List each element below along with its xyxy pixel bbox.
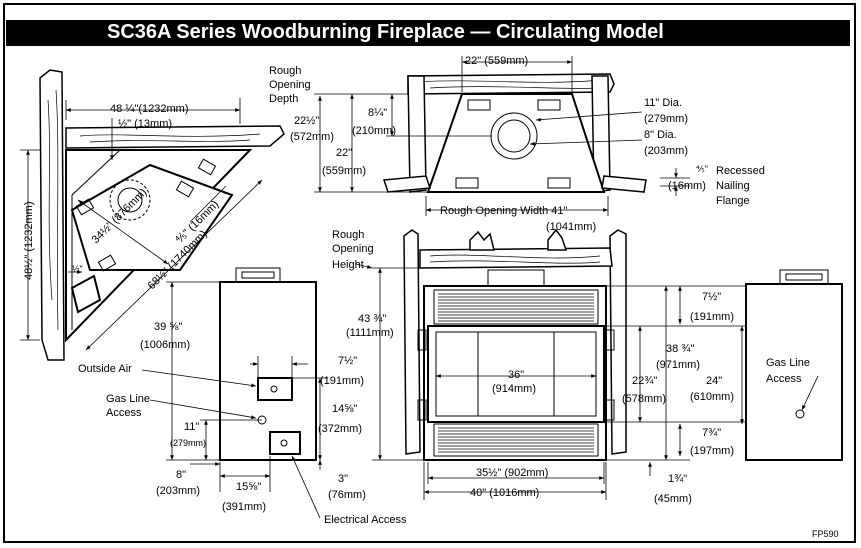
rough-height-1: Rough xyxy=(332,229,364,241)
hearth-height-label: 24" xyxy=(706,375,722,387)
side-height-mm: (1006mm) xyxy=(140,339,190,351)
hearth-height-mm: (610mm) xyxy=(690,391,734,403)
right-gas-hole xyxy=(795,409,805,419)
firebox-opening xyxy=(427,325,605,423)
base-label: 1¾" xyxy=(668,473,687,485)
top-view: Rough Opening Depth 22" (559mm) 22½" (57… xyxy=(269,55,765,233)
air-height-mm: (372mm) xyxy=(318,423,362,435)
corner-stud xyxy=(39,69,65,361)
flange-label-1: Recessed xyxy=(716,165,765,177)
right-unit xyxy=(745,283,843,461)
gas-height-mm: (279mm) xyxy=(170,438,206,448)
drawing-code: FP590 xyxy=(812,529,839,539)
louver-top-mm: (191mm) xyxy=(690,311,734,323)
top-header xyxy=(407,73,615,95)
flange-size-mm: (16mm) xyxy=(668,180,706,192)
rough-opening-depth-2: Opening xyxy=(269,79,311,91)
electrical-access-label: Electrical Access xyxy=(324,514,407,526)
air-height-label: 14⅝" xyxy=(332,403,357,415)
total-width-label: 40" (1016mm) xyxy=(470,487,539,499)
flue-offset-mm: (210mm) xyxy=(352,125,396,137)
face-height-mm: (971mm) xyxy=(656,359,700,371)
gas-line-label-2: Access xyxy=(106,407,142,419)
gas-height-label: 11" xyxy=(184,421,199,433)
louver-top-label: 7½" xyxy=(702,291,721,303)
air-width-mm: (191mm) xyxy=(320,375,364,387)
elec-height-mm: (76mm) xyxy=(328,489,366,501)
opening-height-label: 22¾" xyxy=(632,375,657,387)
outside-air-label: Outside Air xyxy=(78,363,132,375)
louver-bottom-label: 7¾" xyxy=(702,427,721,439)
opening-width-mm: (914mm) xyxy=(492,383,536,395)
electrical-box xyxy=(269,431,301,455)
inner-dia-label: 8" Dia. xyxy=(644,129,677,141)
corner-header xyxy=(65,125,285,149)
rough-width-mm: (1041mm) xyxy=(546,221,596,233)
corner-nailing-label: ½" (13mm) xyxy=(118,118,172,130)
louver-bottom-mm: (197mm) xyxy=(690,445,734,457)
outer-dia-mm: (279mm) xyxy=(644,113,688,125)
depth-a-mm: (572mm) xyxy=(290,131,334,143)
flue-offset-label: 8¼" xyxy=(368,107,387,119)
face-height-label: 38 ¾" xyxy=(666,343,694,355)
corner-width-label: 48 ¼"(1232mm) xyxy=(110,103,189,115)
corner-height-label: 48½" (1232mm) xyxy=(23,202,35,281)
front-total-height: 43 ¾" xyxy=(358,313,386,325)
flange-label-3: Flange xyxy=(716,195,750,207)
top-unit xyxy=(426,93,606,193)
air-width-label: 7½" xyxy=(338,355,357,367)
opening-width-label: 36" xyxy=(508,369,524,381)
inner-dia-mm: (203mm) xyxy=(644,145,688,157)
left-offset-mm: (203mm) xyxy=(156,485,200,497)
outer-dia-label: 11" Dia. xyxy=(644,97,682,109)
side-view: 39 ⅝" (1006mm) Outside Air Gas Line Acce… xyxy=(78,267,407,526)
elec-offset-label: 15⅝" xyxy=(236,481,261,493)
left-offset-label: 8" xyxy=(176,469,186,481)
flange-label-2: Nailing xyxy=(716,180,750,192)
rough-height-3: Height xyxy=(332,259,364,271)
front-total-height-mm: (1111mm) xyxy=(346,327,394,339)
opening-height-mm: (578mm) xyxy=(622,393,666,405)
right-gas-label-1: Gas Line xyxy=(766,357,810,369)
front-view: Rough Opening Height 43 ¾" (1111mm) 36" … xyxy=(332,228,748,505)
base-mm: (45mm) xyxy=(654,493,692,505)
rough-opening-depth-1: Rough xyxy=(269,65,301,77)
side-unit xyxy=(219,281,317,461)
side-height-label: 39 ⅝" xyxy=(154,321,182,333)
depth-b-label: 22" xyxy=(336,147,352,159)
gas-line-label-1: Gas Line xyxy=(106,393,150,405)
depth-b-mm: (559mm) xyxy=(322,165,366,177)
rough-opening-depth-3: Depth xyxy=(269,93,298,105)
elec-height-label: 3" xyxy=(338,473,348,485)
outside-air-box xyxy=(257,377,293,401)
drawing-title: SC36A Series Woodburning Fireplace — Cir… xyxy=(107,21,664,43)
right-gas-label-2: Access xyxy=(766,373,802,385)
rough-width-label: Rough Opening Width 41" xyxy=(440,205,568,217)
elec-offset-mm: (391mm) xyxy=(222,501,266,513)
title-bar xyxy=(6,20,850,46)
top-width-label: 22" (559mm) xyxy=(465,55,528,67)
corner-side-gap-label: ½" xyxy=(72,264,83,274)
flange-size-label: ⅘" xyxy=(696,164,708,174)
right-view: Gas Line Access xyxy=(745,269,843,461)
rough-height-2: Opening xyxy=(332,243,374,255)
front-width-label: 35½" (902mm) xyxy=(476,467,548,479)
depth-a-label: 22½" xyxy=(294,115,319,127)
